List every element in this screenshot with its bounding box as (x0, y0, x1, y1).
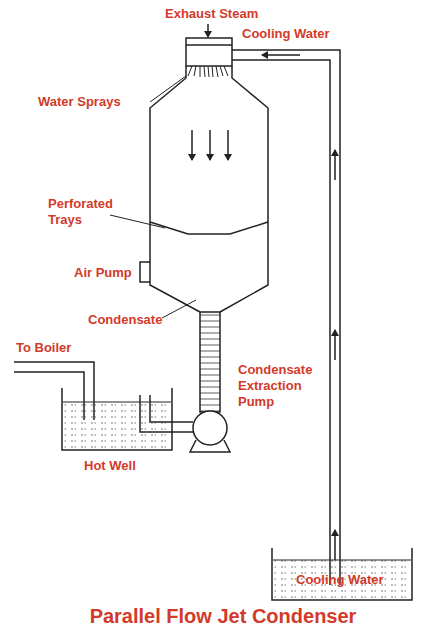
condenser-shell (150, 66, 268, 312)
part-label: Cooling Water (296, 572, 384, 588)
part-label: To Boiler (16, 340, 71, 356)
hot-well (62, 388, 172, 450)
part-label: Water Sprays (38, 94, 121, 110)
water-sprays (188, 66, 228, 77)
part-label: Hot Well (84, 458, 136, 474)
part-label: Condensate (88, 312, 162, 328)
part-label: Perforated Trays (48, 196, 118, 228)
steam-inlet (186, 38, 232, 66)
boiler-feed-pipe (14, 362, 94, 420)
cooling-water-tank (272, 548, 412, 600)
diagram-title: Parallel Flow Jet Condenser (0, 604, 446, 628)
steam-arrow (207, 24, 209, 37)
condenser-drawing (14, 24, 412, 600)
air-pump-outlet (140, 262, 150, 282)
perforated-tray (150, 222, 268, 234)
part-label: Condensate Extraction Pump (238, 362, 322, 410)
tail-pipe (200, 312, 220, 412)
extraction-pump (193, 411, 227, 445)
part-label: Cooling Water (242, 26, 330, 42)
part-label: Exhaust Steam (165, 6, 258, 22)
part-label: Air Pump (74, 265, 132, 281)
cooling-water-pipe (232, 50, 340, 585)
